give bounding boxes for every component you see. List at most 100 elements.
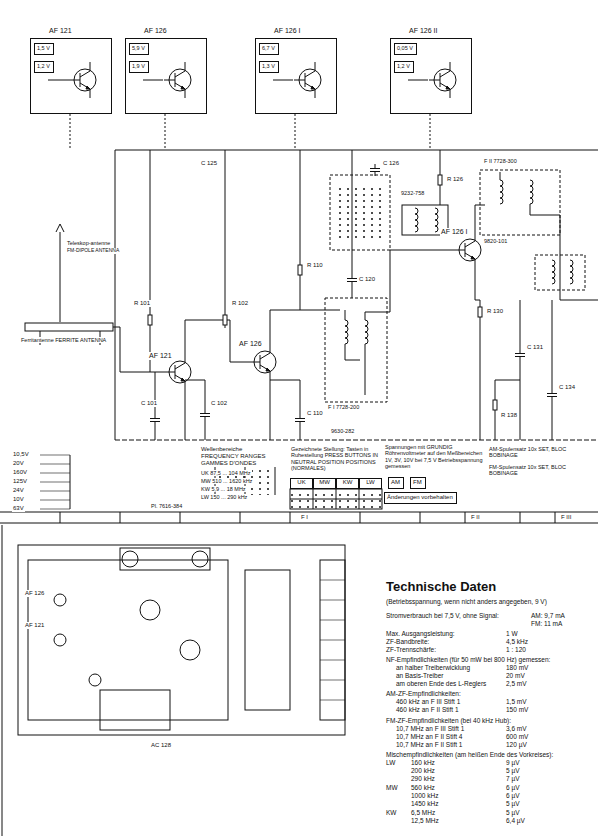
note-label: 10,5V [12, 451, 30, 458]
note-label: AF 121 [24, 622, 45, 629]
note-label: F I [300, 514, 309, 521]
node-text: FM [413, 479, 423, 486]
mode-box: AM [388, 477, 404, 489]
part-label: F II 7728-300 [483, 158, 518, 164]
voltage-box: 1,3 V [259, 61, 279, 73]
note-label: FM-Spulensatz 10x SET, BLOC BOBINAGE [488, 464, 596, 477]
part-label: R 110 [306, 262, 324, 269]
spec-text: 5 µV [505, 800, 521, 807]
part-label: R 130 [486, 308, 504, 315]
note-label: Wellenbereiche FREQUENCY RANGES GAMMES D… [200, 446, 282, 467]
part-label: F I 7728-200 [327, 404, 360, 410]
spec-text: 6 µV [505, 792, 521, 799]
part-label: C 120 [358, 276, 376, 283]
spec-text: am oberen Ende des L-Reglers [395, 680, 487, 687]
note-label: 24V [12, 487, 25, 494]
band-key: MW [313, 478, 336, 489]
part-label: C 125 [200, 160, 218, 167]
part-label: C 102 [210, 400, 228, 407]
voltage-box: 6,7 V [259, 43, 279, 55]
spec-text: 1 : 120 [505, 646, 527, 653]
part-label: AF 126 [238, 340, 263, 348]
note-label: 20V [12, 460, 25, 467]
spec-text: 6,4 µV [505, 817, 526, 824]
node-text: MW [314, 479, 335, 486]
spec-text: 150 mV [505, 706, 529, 713]
voltage-box: 1,2 V [34, 61, 54, 73]
pinout-box: AF 1211,5 V1,2 V [30, 38, 112, 114]
spec-text: ZF-Trennschärfe: [385, 646, 437, 653]
spec-text: KW [385, 809, 397, 816]
spec-text: Technische Daten [385, 580, 497, 595]
spec-text: FM-ZF-Empfindlichkeiten (bei 40 kHz Hub)… [385, 717, 512, 724]
transistor-type: AF 126 II [409, 27, 437, 34]
node-text: 1,2 V [37, 63, 51, 69]
note-label: MW 510 ... 1620 kHz [200, 478, 253, 484]
spec-text: 600 mV [505, 733, 529, 740]
node-text: 5,9 V [132, 45, 146, 51]
spec-text: an halber Treiberwicklung [395, 664, 471, 671]
spec-text: AM-ZF-Empfindlichkeiten: [385, 690, 462, 697]
node-text: 1,5 V [37, 45, 51, 51]
pinout-box: AF 126 I6,7 V1,3 V [255, 38, 337, 114]
note-label: 10V [12, 496, 25, 503]
part-label: R 138 [500, 412, 518, 419]
pinout-box: AF 1265,9 V1,9 V [125, 38, 207, 114]
part-label: R 126 [446, 176, 464, 183]
note-label: Pl. 7616-384 [150, 503, 183, 509]
note-box: Änderungen vorbehalten [384, 492, 457, 504]
band-key: KW [336, 478, 359, 489]
part-label: C 110 [306, 410, 324, 417]
part-label: AF 126 I [440, 228, 468, 236]
spec-text: 290 kHz [410, 775, 436, 782]
spec-text: 1450 kHz [410, 800, 439, 807]
part-label: 9232-758 [400, 190, 425, 196]
part-label: C 131 [526, 344, 544, 351]
node-text: AM [391, 479, 401, 486]
spec-text: AM: 9,7 mA [530, 612, 566, 619]
spec-text: Mischempfindlichkeiten (am heißen Ende d… [385, 751, 554, 758]
part-label: C 134 [558, 384, 576, 391]
note-label: AF 126 [24, 590, 45, 597]
node-text: 0,05 V [397, 45, 414, 51]
note-label: Ferritantenne FERRITE ANTENNA [20, 337, 112, 343]
part-label: Teleskop-antenne [66, 240, 111, 246]
note-label: Gezeichnete Stellung: Tasten in Ruhestel… [290, 446, 382, 471]
spec-text: 4,5 kHz [505, 638, 529, 645]
note-label: UK 87,5 ... 104 MHz [200, 470, 252, 476]
band-key: UK [290, 478, 313, 489]
node-text: Änderungen vorbehalten [387, 494, 454, 501]
spec-text: 1,5 mV [505, 698, 528, 705]
mode-box: FM [410, 477, 426, 489]
band-key: LW [359, 478, 382, 489]
node-text: 6,7 V [262, 45, 276, 51]
voltage-box: 1,9 V [129, 61, 149, 73]
node-text: LW [360, 479, 381, 486]
voltage-box: 0,05 V [394, 43, 417, 55]
spec-text: 10,7 MHz an F III Stift 1 [395, 725, 465, 732]
pinout-box: AF 126 II0,05 V1,2 V [390, 38, 472, 114]
spec-text: FM: 11 mA [530, 620, 563, 627]
spec-text: 1 W [505, 630, 519, 637]
spec-text: LW [385, 759, 396, 766]
spec-text: 6,5 MHz [410, 809, 436, 816]
spec-text: 180 mV [505, 664, 529, 671]
note-label: KW 5,9 ... 18 MHz [200, 486, 247, 492]
voltage-box: 1,2 V [394, 61, 414, 73]
spec-text: 2,5 mV [505, 680, 528, 687]
spec-text: 560 kHz [410, 784, 436, 791]
spec-text: 10,7 MHz an F II Stift 4 [395, 733, 463, 740]
part-label: 9820-101 [483, 238, 508, 244]
note-label: AM-Spulensatz 10x SET, BLOC BOBINAGE [488, 446, 596, 459]
spec-text: NF-Empfindlichkeiten (für 50 mW bei 800 … [385, 656, 551, 663]
spec-text: 12,5 MHz [410, 817, 440, 824]
spec-text: 120 µV [505, 741, 528, 748]
node-text: UK [291, 479, 312, 486]
spec-text: 5 µV [505, 767, 521, 774]
note-label: F III [560, 514, 572, 521]
spec-text: 6 µV [505, 784, 521, 791]
note-label: 125V [12, 478, 28, 485]
note-label: 160V [12, 469, 28, 476]
transistor-type: AF 126 [144, 27, 167, 34]
note-label: AC 128 [150, 742, 172, 749]
